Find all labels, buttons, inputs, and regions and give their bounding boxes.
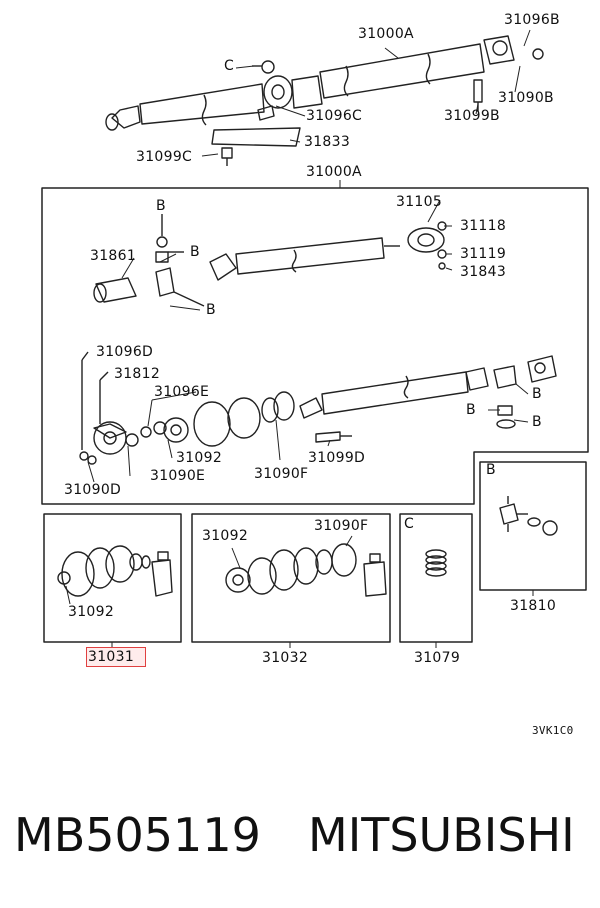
footer-caption: MB505119 MITSUBISHI [0, 800, 600, 870]
label-31092-b: 31092 [68, 604, 115, 620]
label-31090F-b: 31090F [314, 518, 369, 534]
kit-31032-parts [225, 535, 387, 597]
label-31810: 31810 [510, 598, 557, 614]
label-31000A-box: 31000A [306, 164, 362, 180]
exploded-shaft [93, 214, 447, 307]
highlight-31031 [86, 647, 146, 667]
exploded-lower-shaft [79, 199, 557, 483]
label-31099B: 31099B [444, 108, 500, 124]
label-31099C: 31099C [136, 149, 193, 165]
label-B-2: B [190, 244, 200, 260]
kit-box-31079 [399, 513, 473, 643]
label-31092-a: 31092 [176, 450, 223, 466]
label-31843: 31843 [460, 264, 507, 280]
kit-box-31032 [191, 513, 391, 643]
label-B-6: B [532, 414, 542, 430]
label-31105: 31105 [396, 194, 443, 210]
label-31812: 31812 [114, 366, 161, 382]
spider-31810 [499, 496, 558, 536]
label-31032: 31032 [262, 650, 309, 666]
label-31096B: 31096B [504, 12, 560, 28]
top-propeller-shaft [105, 29, 544, 166]
exploded-view-frame [41, 187, 589, 505]
diagram-drawing [41, 29, 589, 648]
label-31000A-top: 31000A [358, 26, 414, 42]
label-31090B: 31090B [498, 90, 554, 106]
label-B-4: B [532, 386, 542, 402]
diagram-code: 3VK1C0 [532, 724, 574, 737]
label-C-top: C [224, 58, 235, 74]
kit-31031-parts [57, 545, 173, 605]
label-B-3: B [206, 302, 216, 318]
label-B-1: B [156, 198, 166, 214]
label-31090E: 31090E [150, 468, 206, 484]
label-B-5: B [466, 402, 476, 418]
label-31099D: 31099D [308, 450, 366, 466]
brand-name: MITSUBISHI [308, 808, 575, 862]
label-B-7: B [486, 462, 496, 478]
label-31096D: 31096D [96, 344, 154, 360]
label-31119: 31119 [460, 246, 507, 262]
label-C-box: C [404, 516, 415, 532]
parts-diagram: 31000A 31096B C 31090B 31096C 31099B 318… [41, 12, 589, 737]
label-31092-c: 31092 [202, 528, 249, 544]
part-number: MB505119 [14, 808, 261, 862]
label-31096C: 31096C [306, 108, 363, 124]
label-31090D: 31090D [64, 482, 122, 498]
label-31118: 31118 [460, 218, 507, 234]
label-31079: 31079 [414, 650, 461, 666]
label-31090F-a: 31090F [254, 466, 309, 482]
spring-31079 [425, 549, 447, 577]
label-31031: 31031 [88, 649, 135, 665]
label-31833: 31833 [304, 134, 351, 150]
label-31861: 31861 [90, 248, 137, 264]
label-31096E: 31096E [154, 384, 210, 400]
